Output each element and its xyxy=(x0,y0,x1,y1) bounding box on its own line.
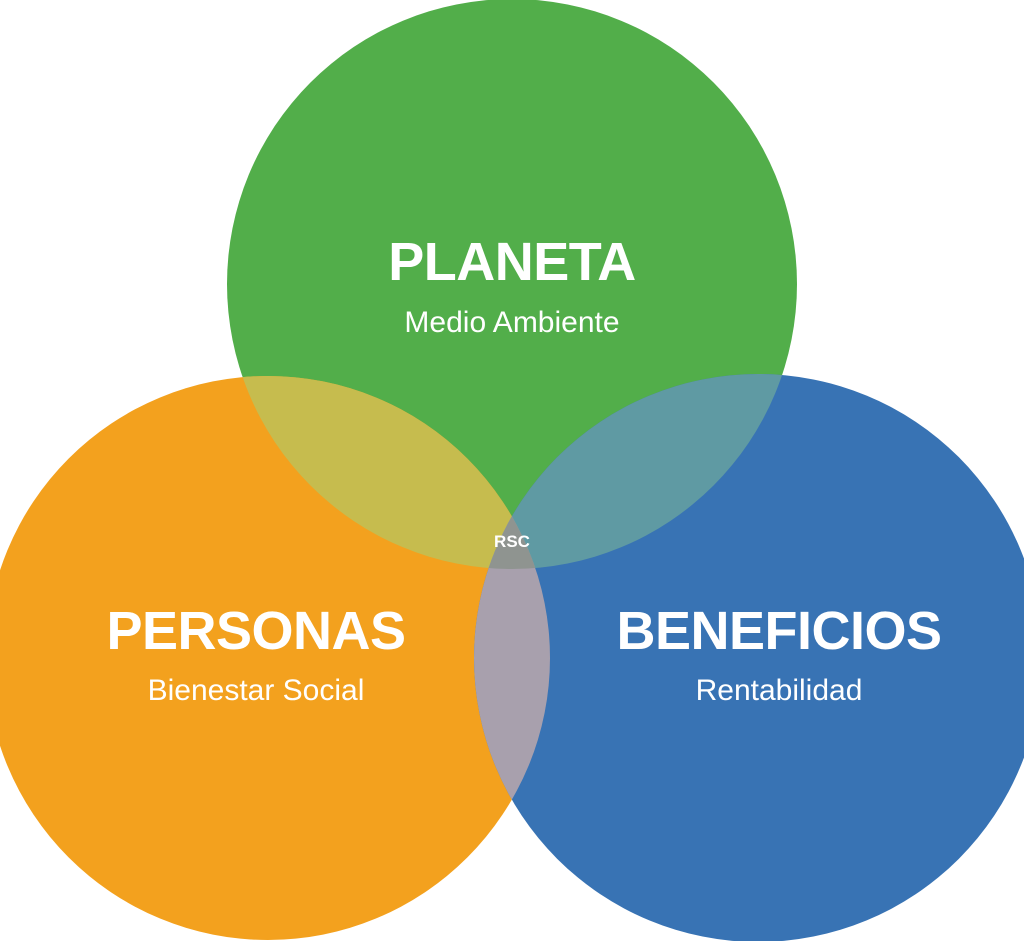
overlap-planeta-personas xyxy=(227,376,550,569)
personas-title: PERSONAS xyxy=(106,601,405,661)
beneficios-subtitle: Rentabilidad xyxy=(696,674,863,707)
overlap-planeta-beneficios xyxy=(474,374,797,569)
planeta-subtitle: Medio Ambiente xyxy=(404,306,619,339)
planeta-title: PLANETA xyxy=(388,232,636,292)
beneficios-title: BENEFICIOS xyxy=(616,601,941,661)
center-label-rsc: RSC xyxy=(494,532,530,551)
personas-subtitle: Bienestar Social xyxy=(148,674,365,707)
